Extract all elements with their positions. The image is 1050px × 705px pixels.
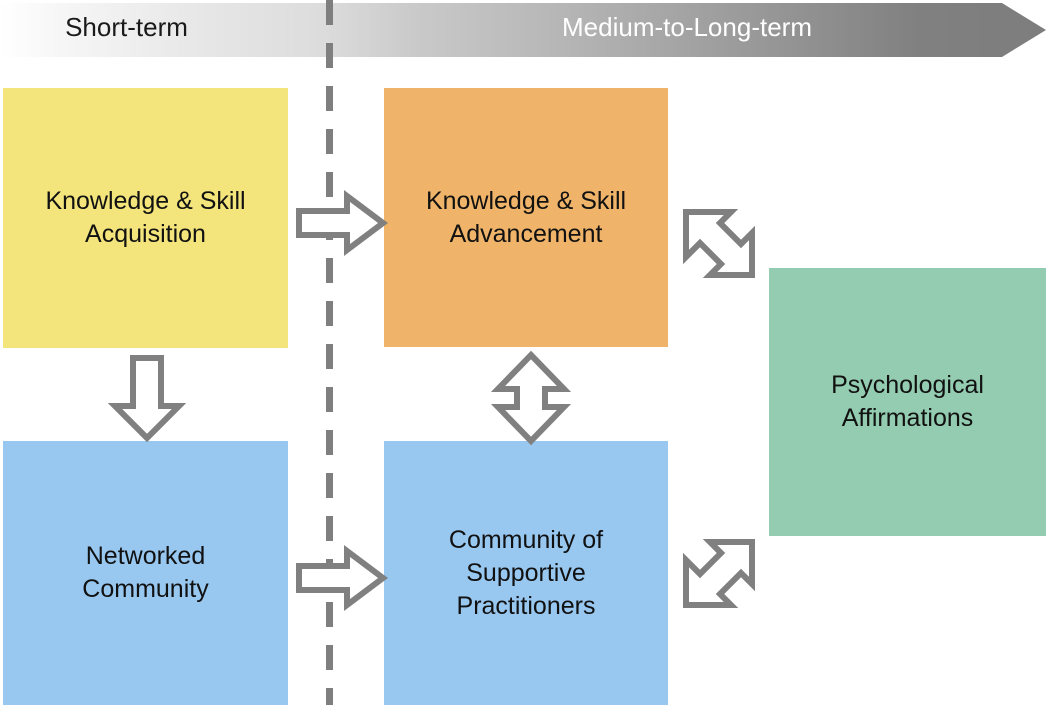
arrow-up-down-icon-advancement-and-practitioners [490,350,572,446]
box-label-line-3: Practitioners [456,591,596,620]
box-label-line-1: Community of [448,525,604,554]
arrow-right-icon-acquisition-to-advancement [296,190,388,256]
box-label-line-1: Networked [85,542,206,570]
box-label-line-1: Psychological [831,371,984,399]
box-label-line-2: Community [82,575,209,603]
arrow-down-icon-acquisition-to-networked-community [107,355,187,443]
box-community-of-supportive-practitioners: Community of Supportive Practitioners [384,441,668,705]
box-psychological-affirmations: Psychological Affirmations [769,268,1046,536]
box-label-line-2: Acquisition [85,220,206,248]
timeline-banner [0,3,1046,57]
box-label-line-1: Knowledge & Skill [425,186,627,215]
timeline-label-short-term: Short-term [65,12,188,42]
box-knowledge-skill-acquisition: Knowledge & Skill Acquisition [3,88,288,348]
box-knowledge-skill-advancement: Knowledge & Skill Advancement [384,88,668,347]
timeline-label-medium-to-long-term: Medium-to-Long-term [562,12,812,42]
box-label-line-2: Supportive [466,558,586,587]
box-label-line-2: Advancement [449,219,603,248]
bent-double-arrow-icon-advancement-and-affirmations [683,209,755,278]
box-label-line-1: Knowledge & Skill [45,187,246,215]
bent-double-arrow-icon-practitioners-and-affirmations [683,539,755,608]
box-label-line-2: Affirmations [841,404,974,432]
phase-divider-dashed-line [326,0,333,705]
box-networked-community: Networked Community [3,441,288,705]
arrow-right-icon-networked-to-practitioners [296,545,388,611]
